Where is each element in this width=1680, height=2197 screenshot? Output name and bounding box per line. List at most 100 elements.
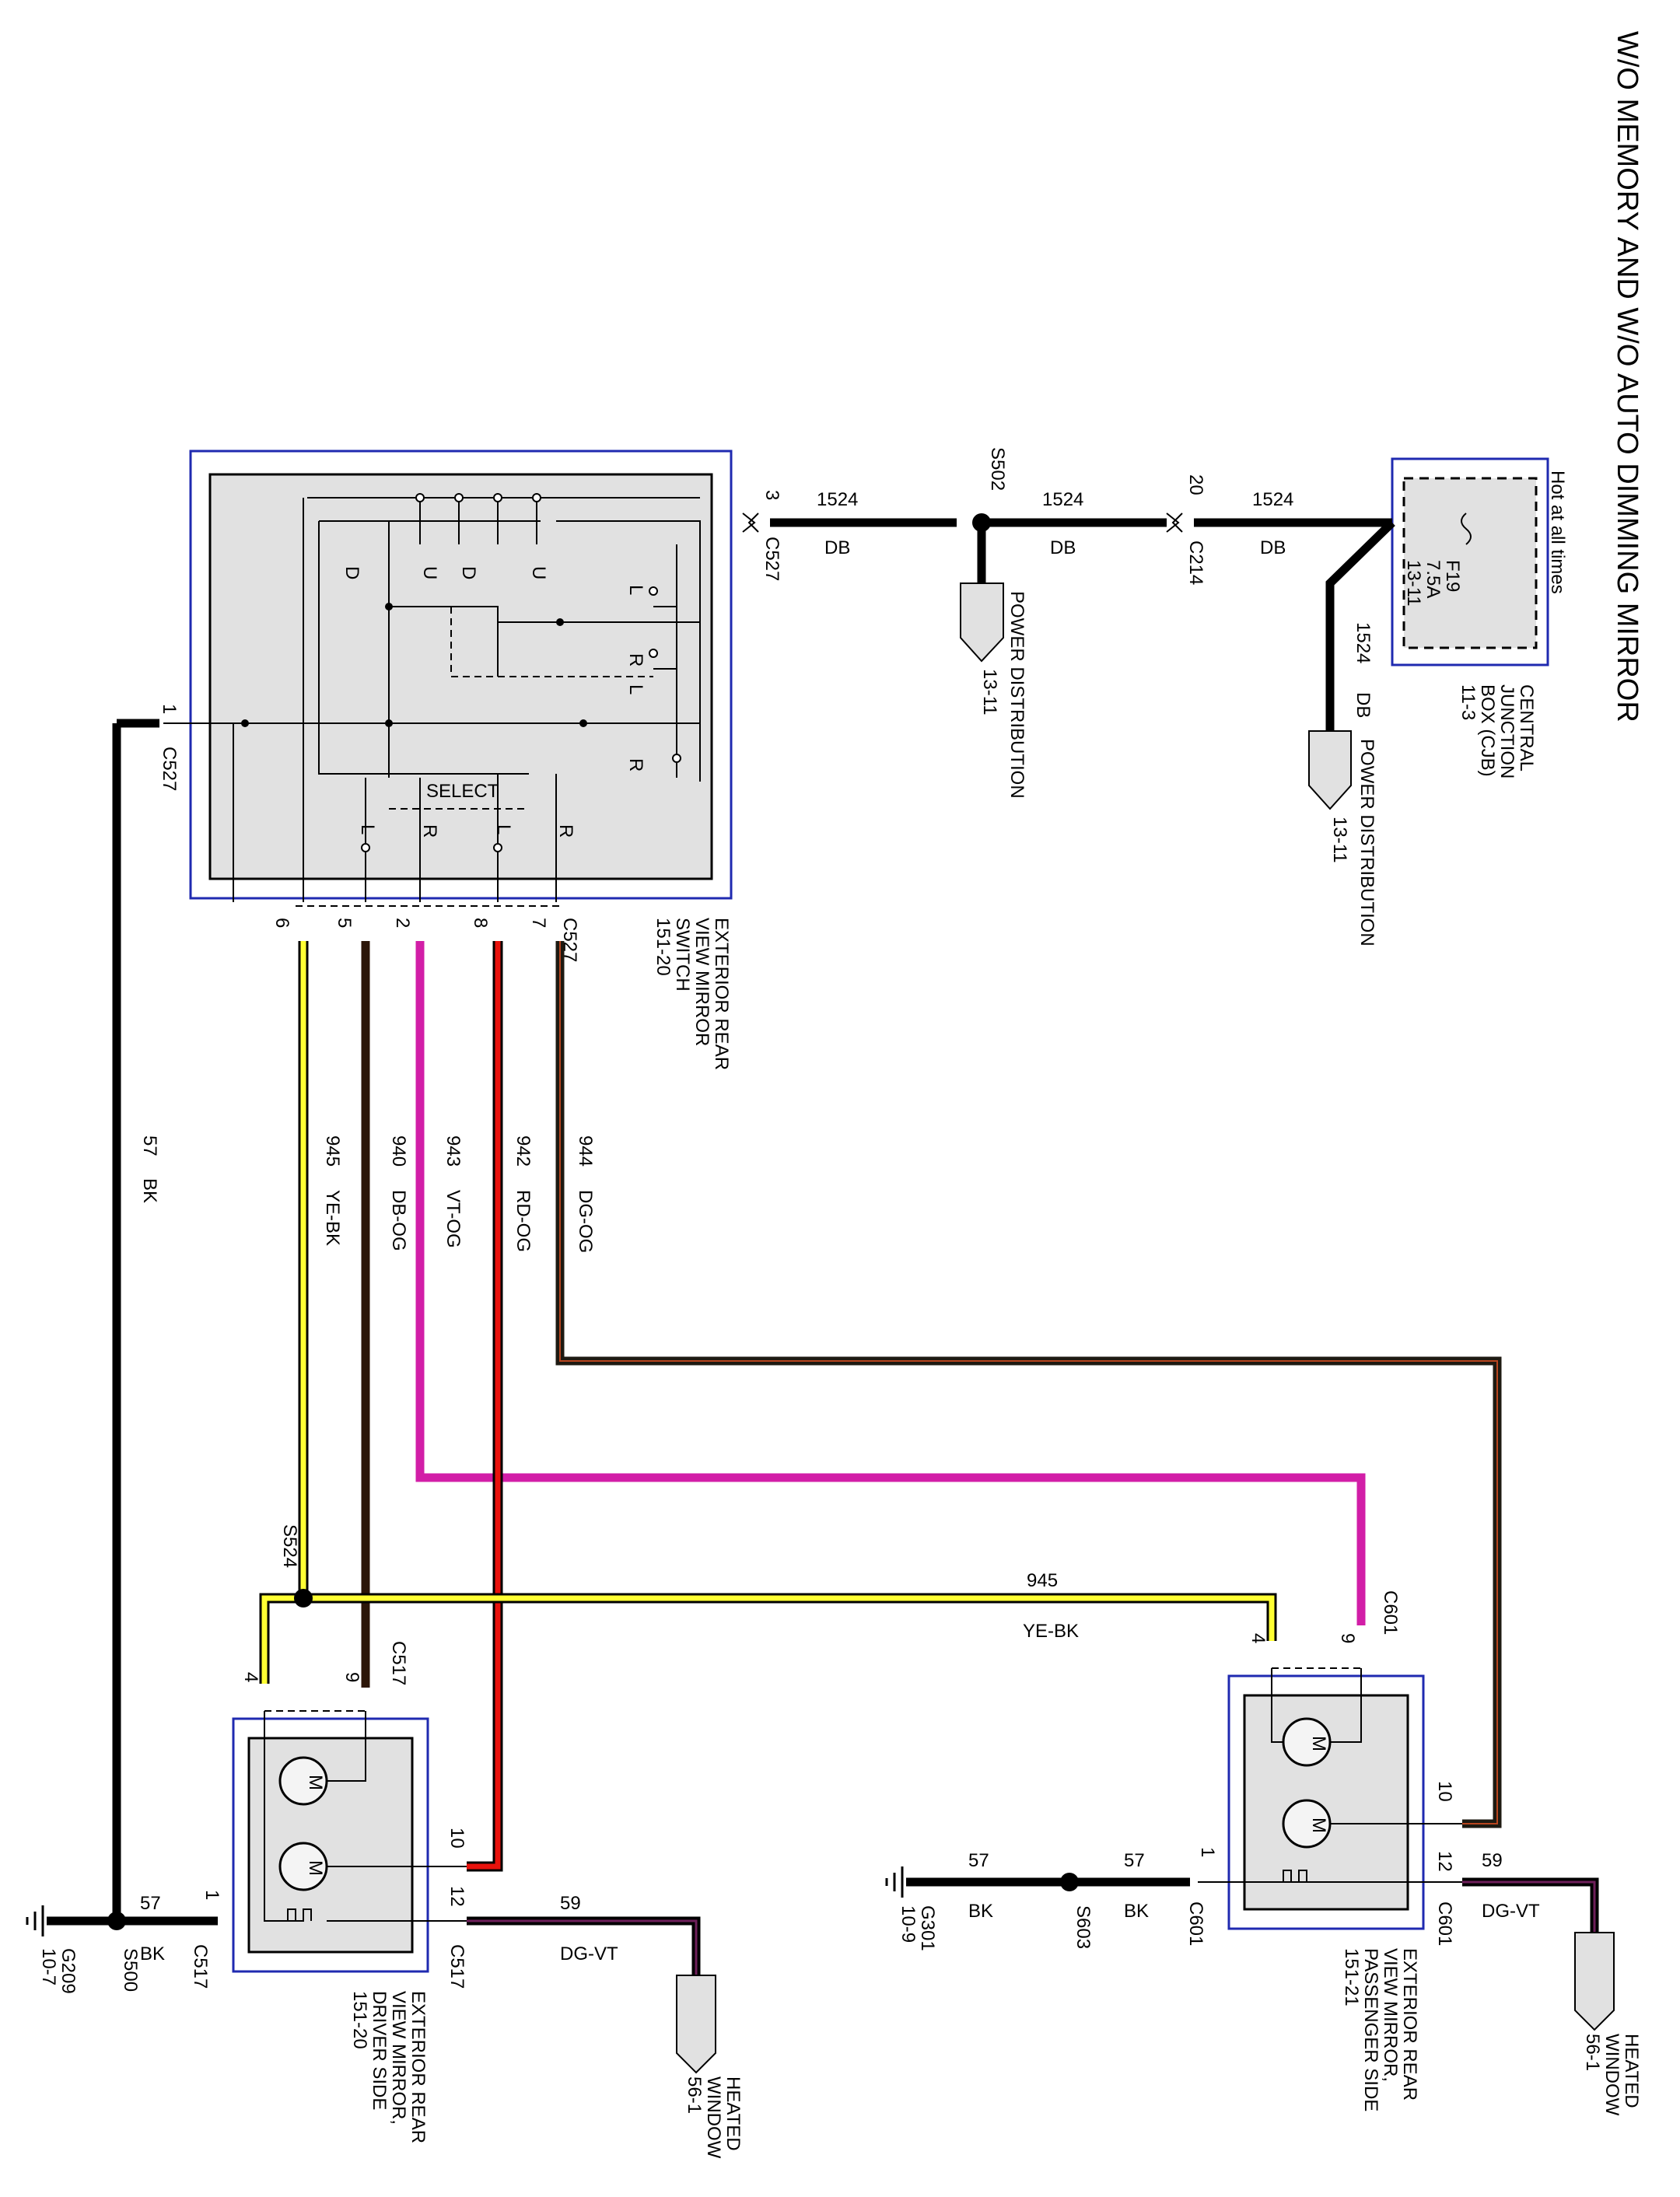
driver-heated-window-line2: WINDOW (703, 2076, 724, 2159)
feed-circuit-number-4: 1524 (1353, 622, 1374, 663)
circuit-940-color: DB-OG (388, 1190, 409, 1251)
feed-circuit-number-2: 1524 (1042, 489, 1083, 510)
passenger-pin-vtog: 9 (1337, 1633, 1358, 1643)
passenger-pin-dgog: 10 (1434, 1781, 1455, 1802)
driver-connector-name-bottom: C517 (190, 1944, 211, 1989)
c527-pin-7: 7 (528, 918, 549, 928)
circuit-944-number: 944 (575, 1135, 596, 1167)
passenger-mirror-name-line1: EXTERIOR REAR (1399, 1948, 1420, 2101)
driver-ground-number: 57 (140, 1893, 161, 1914)
ground-g301-symbol (885, 1866, 904, 1898)
driver-heater-element (287, 1908, 312, 1922)
passenger-heated-window-ref: 56-1 (1582, 2034, 1603, 2071)
ground-g301-name: G301 (917, 1905, 938, 1951)
passenger-pin-heat: 12 (1434, 1851, 1455, 1872)
circuit-942-number: 942 (513, 1135, 534, 1167)
driver-heated-window-arrow (676, 1975, 716, 2074)
switch-contact-l3: L (357, 824, 378, 834)
circuit-943-color: VT-OG (443, 1190, 464, 1248)
driver-heated-window-line1: HEATED (723, 2076, 744, 2151)
passenger-pin-yebk: 4 (1248, 1633, 1269, 1643)
yebk-cross-number: 945 (1027, 1570, 1058, 1591)
hot-at-all-times-label: Hot at all times (1547, 471, 1568, 594)
c527-ground-pin: 1 (159, 704, 180, 714)
passenger-mirror-name-line2: VIEW MIRROR, (1380, 1948, 1401, 2082)
passenger-connector-name: C601 (1380, 1590, 1401, 1635)
splice-s524-dot (294, 1589, 313, 1608)
driver-connector-name-heat: C517 (446, 1944, 467, 1989)
power-distribution-arrow-2 (1308, 730, 1352, 810)
fuse-rating: 7.5A (1423, 560, 1444, 598)
circuit-943-vtog (415, 941, 1366, 1625)
feed-circuit-number-1: 1524 (1252, 489, 1293, 510)
passenger-ground-color-1: BK (968, 1901, 993, 1922)
splice-s500-label: S500 (120, 1948, 141, 1992)
splice-s524-label: S524 (279, 1524, 300, 1568)
driver-pin-yebk: 4 (240, 1672, 261, 1682)
passenger-ground-number-2: 57 (1124, 1850, 1145, 1871)
driver-motor-label-1: M (305, 1775, 326, 1790)
switch-ref: 151-20 (653, 918, 674, 976)
switch-name-line2: VIEW MIRROR (691, 918, 712, 1046)
passenger-ground-number-1: 57 (968, 1850, 989, 1871)
passenger-mirror-name-line3: PASSENGER SIDE (1360, 1948, 1381, 2111)
switch-contact-d2: D (458, 566, 479, 579)
driver-heater-circuit-color: DG-VT (560, 1943, 618, 1964)
passenger-heated-window-line2: WINDOW (1601, 2034, 1622, 2116)
circuit-1524-feed (770, 513, 1395, 731)
circuit-944-color: DG-OG (575, 1190, 596, 1253)
driver-mirror-box (232, 1710, 467, 1973)
passenger-heated-window-arrow (1574, 1932, 1615, 2031)
passenger-heater-circuit-color: DG-VT (1482, 1901, 1540, 1922)
switch-contact-r1: R (625, 653, 646, 666)
driver-ground-color: BK (140, 1943, 165, 1964)
c214-pin: 20 (1185, 474, 1206, 495)
switch-contact-d1: D (341, 566, 362, 579)
diagram-title: W/O MEMORY AND W/O AUTO DIMMING MIRROR (1611, 31, 1643, 722)
switch-contact-l1: L (625, 585, 646, 595)
circuit-945-number: 945 (322, 1135, 343, 1167)
passenger-heater-element (1283, 1870, 1307, 1883)
switch-contact-r2: R (625, 758, 646, 771)
ground-g209-name: G209 (58, 1948, 79, 1994)
power-distribution-ref-1: 13-11 (979, 669, 1000, 715)
c527-pin-5: 5 (334, 918, 355, 928)
driver-mirror-name-line1: EXTERIOR REAR (408, 1991, 429, 2143)
passenger-heater-circuit-number: 59 (1482, 1850, 1503, 1871)
driver-motor-label-2: M (305, 1860, 326, 1876)
ground-g209-ref: 10-7 (38, 1948, 59, 1985)
c527-feed-pin: 3 (761, 490, 782, 500)
circuit-942-color: RD-OG (513, 1190, 534, 1252)
driver-pin-ground: 1 (201, 1890, 222, 1900)
passenger-motor-label-1: M (1308, 1736, 1329, 1751)
mirror-switch-box (189, 450, 733, 902)
feed-circuit-number-3: 1524 (817, 489, 858, 510)
power-distribution-label-2: POWER DISTRIBUTION (1356, 739, 1377, 946)
switch-name-line3: SWITCH (672, 918, 693, 992)
c527-pin3-connector (742, 513, 759, 533)
splice-s603-dot (1060, 1873, 1079, 1891)
power-distribution-label-1: POWER DISTRIBUTION (1006, 591, 1027, 799)
splice-s502-label: S502 (987, 447, 1008, 491)
ground-g209-symbol (26, 1905, 44, 1936)
switch-contact-l2: L (625, 684, 646, 694)
feed-circuit-color-1: DB (1260, 537, 1286, 558)
ground-circuit-color-main: BK (139, 1178, 160, 1203)
passenger-motor-label-2: M (1308, 1817, 1329, 1833)
c527-pin-6: 6 (271, 918, 292, 928)
driver-heated-window-ref: 56-1 (684, 2076, 705, 2114)
cjb-name-line2: JUNCTION (1496, 684, 1517, 778)
switch-contact-l4: L (493, 824, 514, 834)
feed-circuit-color-3: DB (824, 537, 850, 558)
driver-pin-rdog: 10 (446, 1828, 467, 1849)
cjb-name-line1: CENTRAL (1516, 684, 1537, 771)
power-distribution-ref-2: 13-11 (1329, 817, 1350, 863)
driver-mirror-name-line3: DRIVER SIDE (369, 1991, 390, 2110)
passenger-mirror-ref: 151-21 (1341, 1948, 1362, 2006)
ground-circuit-number-main: 57 (139, 1135, 160, 1156)
c527-pin-8: 8 (470, 918, 491, 928)
switch-contact-r3: R (419, 824, 440, 838)
fuse-id: F19 (1442, 560, 1463, 592)
c214-connector (1166, 513, 1183, 533)
